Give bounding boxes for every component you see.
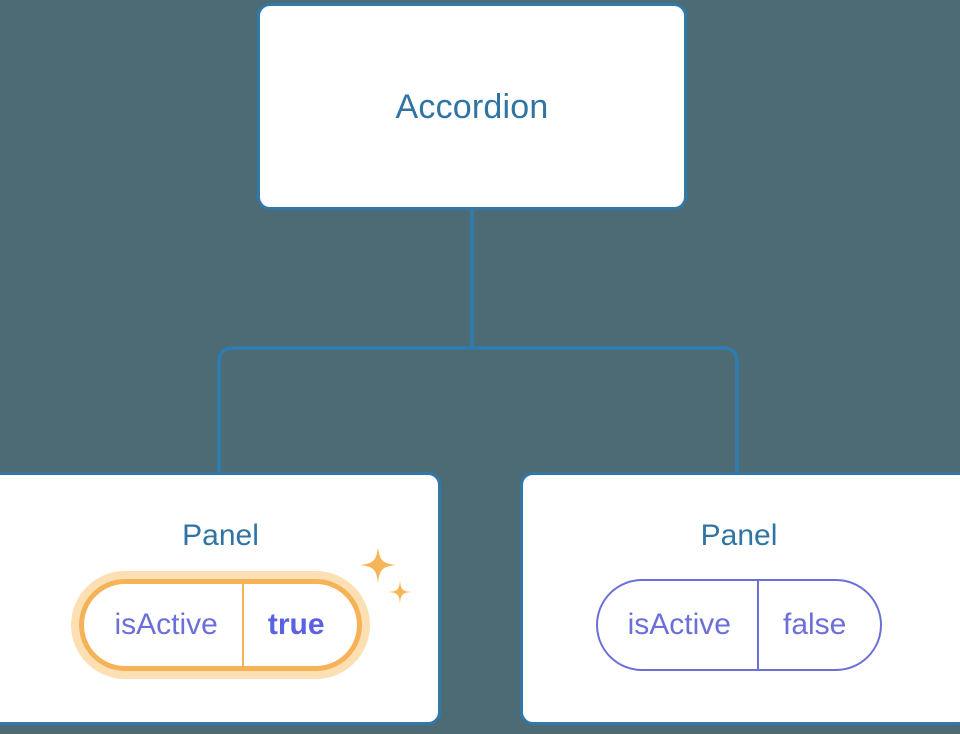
prop-pill-value: true	[241, 584, 357, 666]
prop-pill-isactive-true[interactable]: isActive true	[79, 579, 362, 671]
node-panel-right-label: Panel	[700, 519, 778, 552]
prop-pill-wrapper-right: isActive false	[595, 579, 883, 671]
node-accordion[interactable]: Accordion	[257, 3, 687, 210]
prop-pill-value: false	[756, 581, 880, 669]
node-accordion-label: Accordion	[395, 87, 549, 126]
connector-branch-bus	[217, 346, 739, 472]
prop-pill-key: isActive	[114, 608, 218, 641]
node-panel-left-label: Panel	[182, 519, 259, 552]
node-panel-left[interactable]: Panel isActive true	[0, 472, 441, 725]
prop-pill-isactive-false[interactable]: isActive false	[595, 579, 883, 671]
sparkles-icon	[359, 547, 411, 603]
node-panel-right[interactable]: Panel isActive false	[520, 472, 960, 725]
prop-pill-key: isActive	[627, 608, 731, 641]
prop-pill-wrapper-left: isActive true	[79, 547, 411, 671]
